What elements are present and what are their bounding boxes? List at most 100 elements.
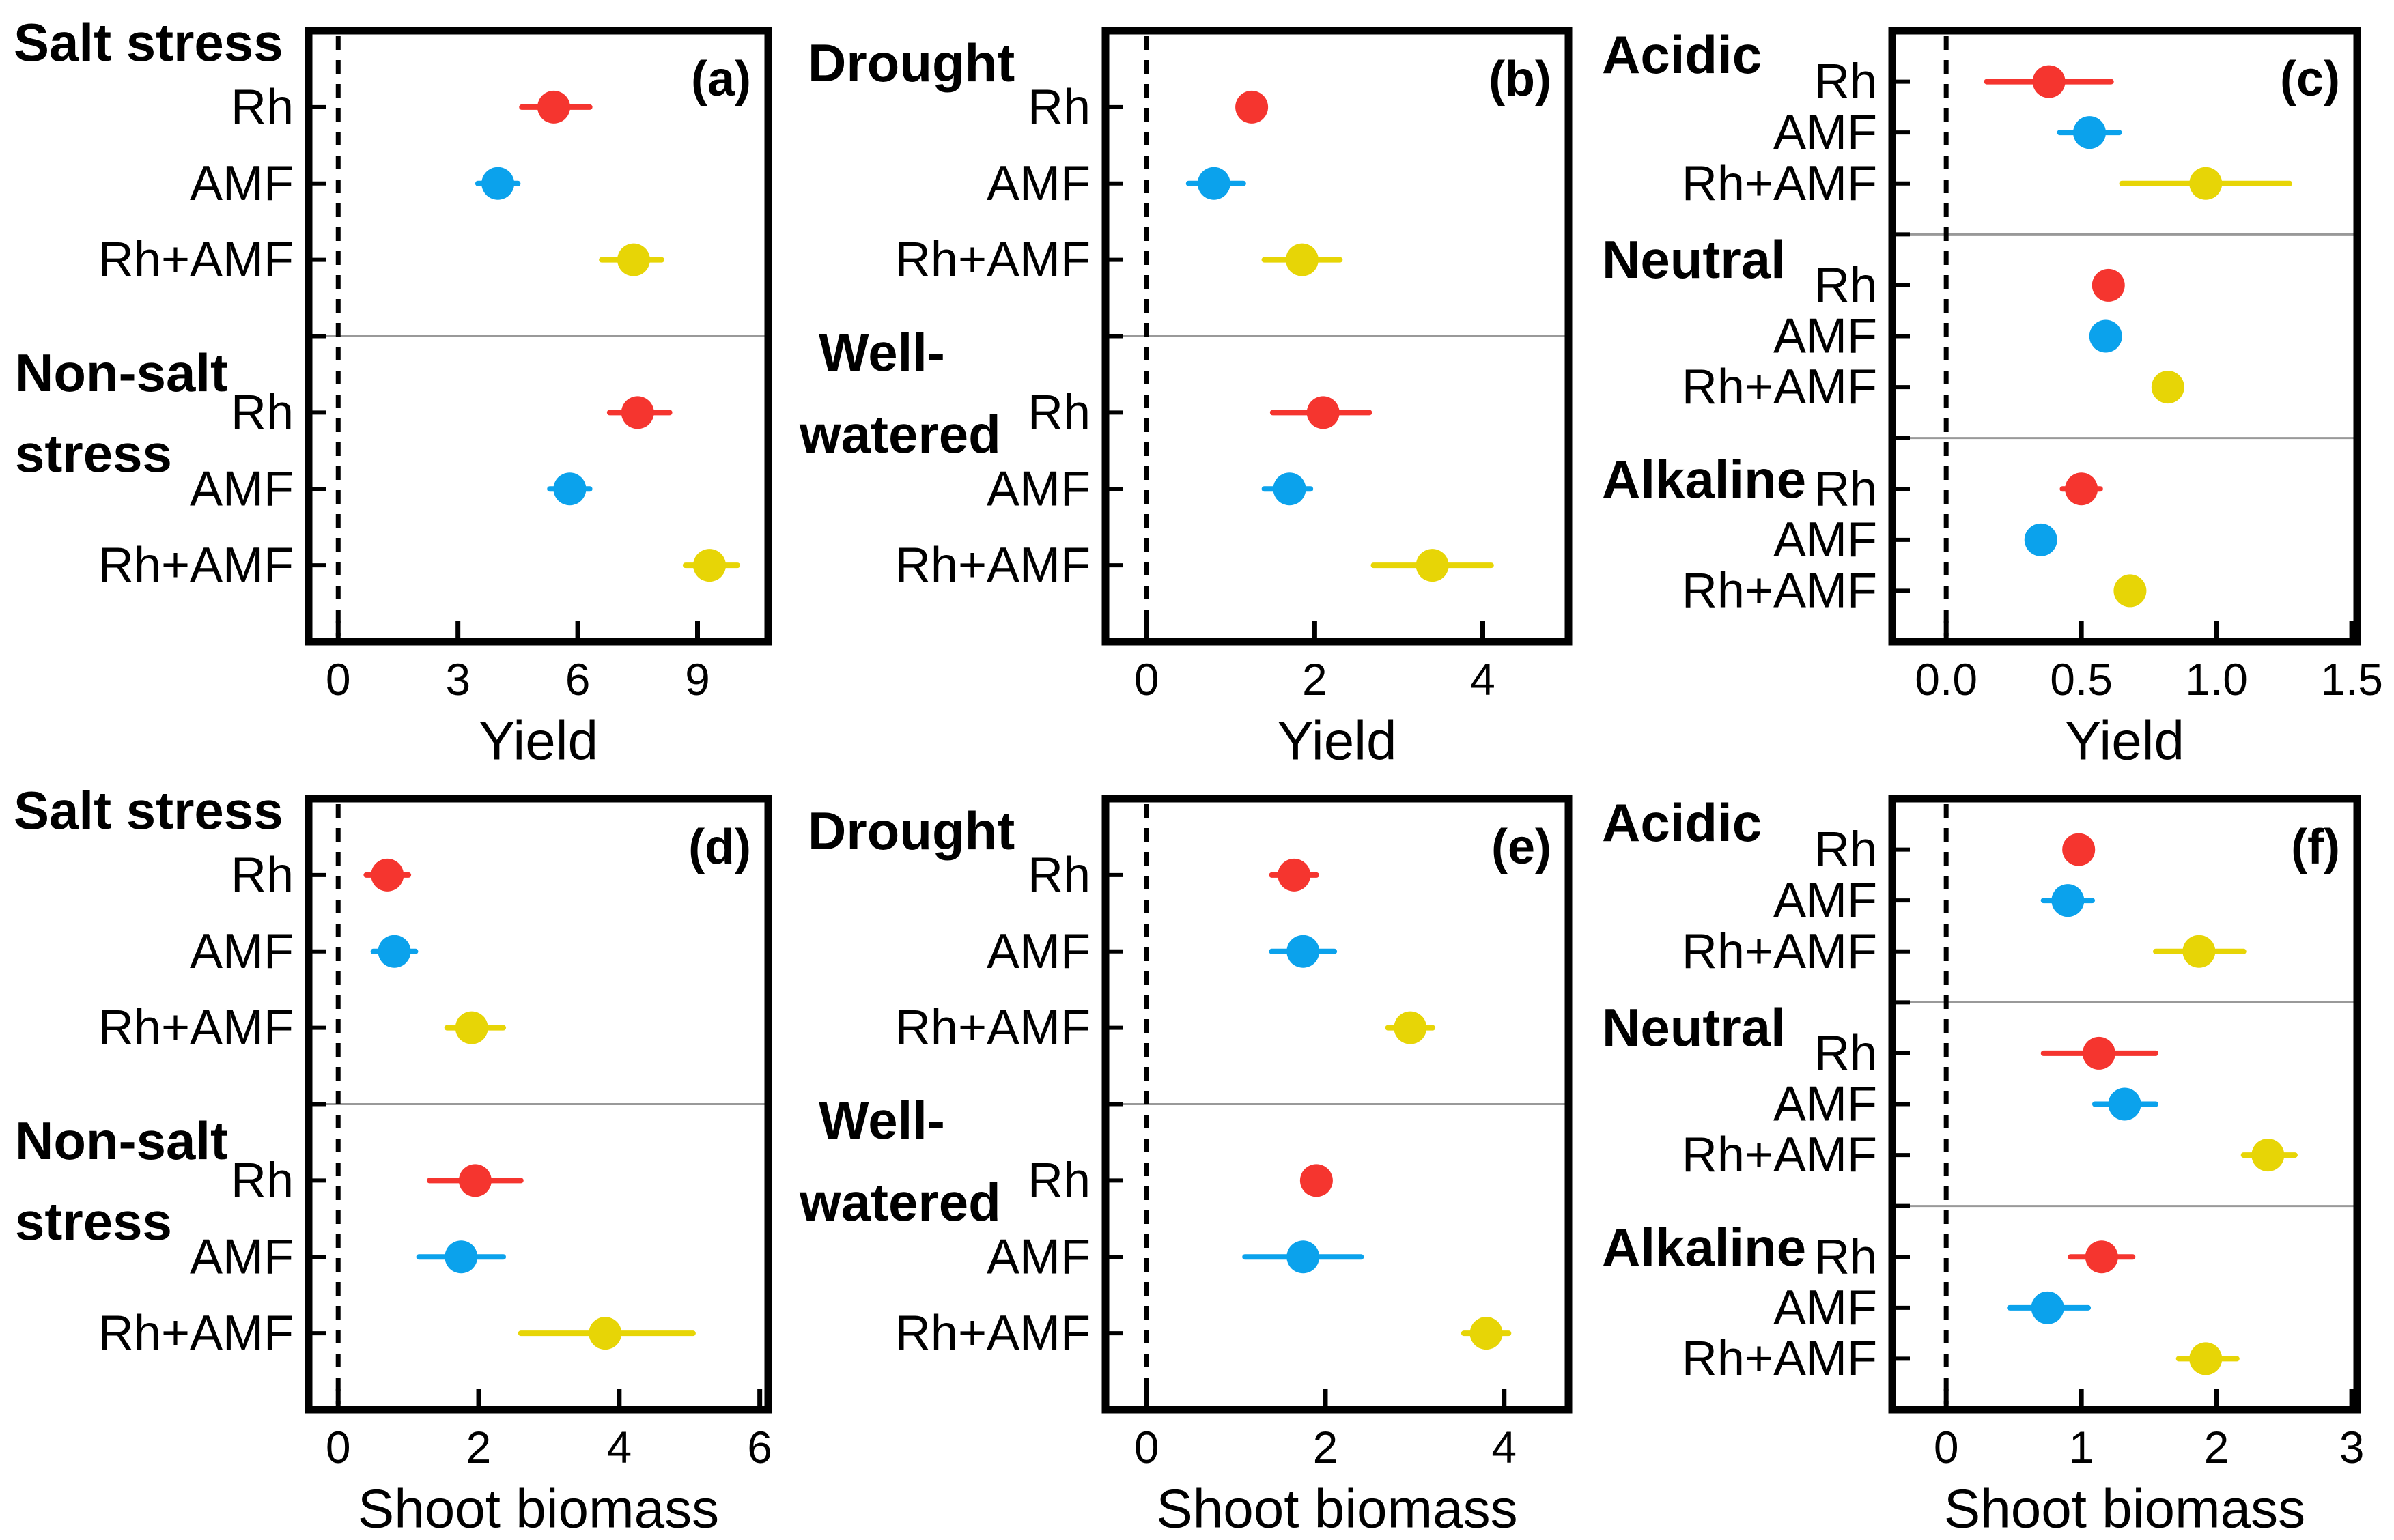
panel-letter: (e): [1491, 820, 1551, 874]
data-point: [2085, 1240, 2118, 1274]
x-tick-label: 0.0: [1915, 654, 1977, 704]
row-label: Rh: [1814, 823, 1877, 877]
group-label: Non-salt: [15, 343, 228, 403]
x-axis-label: Shoot biomass: [1944, 1479, 2305, 1537]
row-label: Rh+AMF: [895, 538, 1090, 593]
row-label: Rh+AMF: [895, 1001, 1090, 1055]
x-tick-label: 1: [2069, 1422, 2094, 1472]
row-label: Rh: [1814, 258, 1877, 313]
row-label: Rh: [1814, 1229, 1877, 1284]
group-label: stress: [15, 423, 172, 483]
row-label: Rh+AMF: [1682, 156, 1877, 211]
data-point: [1278, 858, 1311, 892]
group-label: Neutral: [1602, 229, 1786, 289]
row-label: AMF: [1773, 1077, 1877, 1132]
group-label: Drought: [808, 33, 1015, 93]
row-label: Rh: [231, 848, 294, 902]
panel-letter: (b): [1489, 52, 1551, 106]
data-point: [2032, 65, 2066, 98]
x-tick-label: 0: [1134, 654, 1159, 704]
data-point: [589, 1317, 622, 1350]
x-tick-label: 4: [1470, 654, 1495, 704]
x-axis-label: Yield: [479, 711, 598, 769]
panel-letter: (c): [2280, 52, 2340, 106]
data-point: [455, 1011, 488, 1044]
row-label: Rh+AMF: [895, 1306, 1090, 1360]
group-label: Acidic: [1602, 25, 1762, 85]
data-point: [2051, 884, 2085, 917]
row-label: Rh+AMF: [98, 1001, 294, 1055]
row-label: Rh: [1028, 385, 1090, 440]
group-label: Alkaline: [1602, 1217, 1806, 1277]
row-label: Rh: [1028, 848, 1090, 902]
group-label: Salt stress: [14, 12, 283, 72]
row-label: Rh: [1028, 1153, 1090, 1208]
x-tick-label: 3: [2339, 1422, 2365, 1472]
row-label: AMF: [1773, 105, 1877, 160]
data-point: [1469, 1317, 1503, 1350]
row-label: Rh+AMF: [98, 538, 294, 593]
data-point: [2089, 319, 2122, 353]
data-point: [445, 1240, 478, 1274]
panel-letter: (d): [688, 820, 751, 874]
x-tick-label: 6: [565, 654, 591, 704]
row-label: AMF: [190, 461, 294, 516]
row-label: Rh: [231, 80, 294, 134]
row-label: AMF: [987, 156, 1090, 211]
row-label: Rh+AMF: [98, 1306, 294, 1360]
data-point: [458, 1164, 492, 1197]
row-label: Rh+AMF: [1682, 924, 1877, 979]
x-axis-label: Shoot biomass: [1156, 1479, 1517, 1537]
row-label: AMF: [1773, 309, 1877, 364]
group-label: Well-: [819, 1090, 945, 1150]
x-axis-label: Yield: [1278, 711, 1397, 769]
x-tick-label: 1.5: [2320, 654, 2383, 704]
plot-box: [1888, 27, 2361, 646]
x-tick-label: 4: [606, 1422, 632, 1472]
row-label: AMF: [1773, 513, 1877, 567]
row-label: AMF: [190, 156, 294, 211]
row-label: Rh: [1814, 55, 1877, 109]
data-point: [378, 935, 411, 968]
plot-box: [1888, 795, 2361, 1414]
data-point: [2113, 574, 2147, 608]
data-point: [2082, 1036, 2115, 1070]
row-label: AMF: [987, 1229, 1090, 1284]
plot-box: [1101, 795, 1573, 1414]
data-point: [1306, 396, 1340, 429]
plot-box: [305, 27, 772, 646]
data-point: [1299, 1164, 1333, 1197]
group-label: Non-salt: [15, 1111, 228, 1171]
x-tick-label: 2: [1313, 1422, 1338, 1472]
x-tick-label: 9: [685, 654, 710, 704]
data-point: [1286, 1240, 1320, 1274]
data-point: [2151, 371, 2184, 404]
data-point: [1286, 935, 1320, 968]
data-point: [553, 472, 587, 506]
row-label: Rh: [1028, 80, 1090, 134]
data-point: [2024, 523, 2057, 556]
x-axis-label: Shoot biomass: [358, 1479, 719, 1537]
row-label: Rh: [231, 385, 294, 440]
data-point: [1273, 472, 1306, 506]
data-point: [371, 858, 404, 892]
panel-letter: (a): [691, 52, 751, 106]
data-point: [1197, 167, 1230, 200]
group-label: Salt stress: [14, 780, 283, 840]
data-point: [1416, 549, 1449, 582]
data-point: [1235, 90, 1269, 124]
group-label: Drought: [808, 801, 1015, 861]
row-label: Rh: [1814, 461, 1877, 516]
x-tick-label: 2: [466, 1422, 492, 1472]
row-label: Rh+AMF: [1682, 360, 1877, 414]
data-point: [2031, 1291, 2064, 1324]
